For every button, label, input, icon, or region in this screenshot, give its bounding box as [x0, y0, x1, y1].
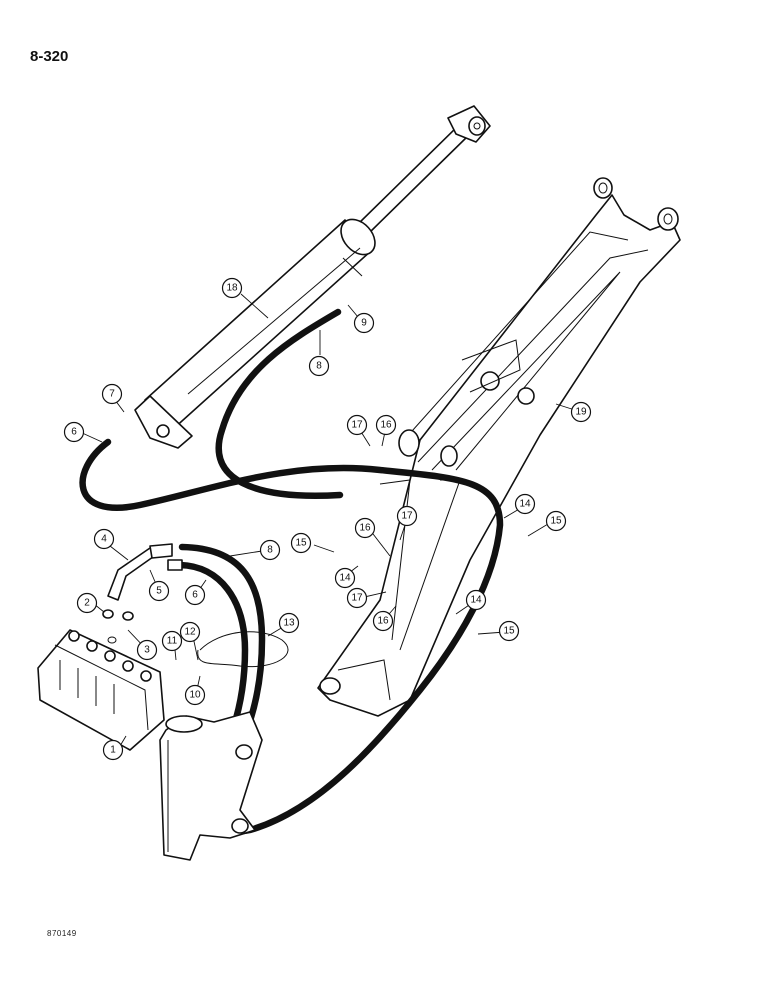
svg-text:2: 2	[84, 598, 90, 609]
control-valve	[37, 629, 165, 751]
callout-12: 12	[179, 621, 201, 643]
svg-text:9: 9	[361, 318, 367, 329]
callout-18: 18	[221, 277, 243, 299]
svg-text:8: 8	[267, 545, 273, 556]
svg-text:16: 16	[380, 420, 392, 431]
svg-text:17: 17	[401, 511, 413, 522]
callout-1: 1	[102, 739, 124, 761]
callout-17-mid: 17	[396, 505, 418, 527]
callout-19: 19	[570, 401, 592, 423]
svg-text:7: 7	[109, 389, 115, 400]
callout-14-upper: 14	[514, 493, 536, 515]
callout-6-lower: 6	[184, 584, 206, 606]
callout-11: 11	[161, 630, 183, 652]
svg-text:6: 6	[71, 427, 77, 438]
svg-text:10: 10	[189, 690, 201, 701]
page-number: 8-320	[30, 48, 69, 65]
svg-text:11: 11	[167, 636, 178, 647]
callout-16-top: 16	[375, 414, 397, 436]
callout-8-upper: 8	[308, 355, 330, 377]
callout-16-mid: 16	[354, 517, 376, 539]
svg-text:17: 17	[351, 593, 363, 604]
svg-text:5: 5	[156, 586, 162, 597]
svg-text:3: 3	[144, 645, 150, 656]
svg-text:15: 15	[550, 516, 562, 527]
callout-10: 10	[184, 684, 206, 706]
callout-15-left: 15	[290, 532, 312, 554]
svg-text:8: 8	[316, 361, 322, 372]
callout-15-upper: 15	[545, 510, 567, 532]
figure-code: 870149	[47, 929, 77, 938]
callout-9: 9	[353, 312, 375, 334]
callout-13: 13	[278, 612, 300, 634]
callout-17-top: 17	[346, 414, 368, 436]
svg-text:14: 14	[339, 573, 351, 584]
svg-text:6: 6	[192, 590, 198, 601]
callout-6-upper: 6	[63, 421, 85, 443]
svg-text:16: 16	[377, 616, 389, 627]
callout-14-lower: 14	[465, 589, 487, 611]
boom-assembly	[317, 177, 681, 717]
svg-text:17: 17	[351, 420, 363, 431]
callout-17-low: 17	[346, 587, 368, 609]
svg-text:4: 4	[101, 534, 107, 545]
svg-text:1: 1	[110, 745, 116, 756]
callout-16-low: 16	[372, 610, 394, 632]
svg-text:19: 19	[575, 407, 587, 418]
svg-text:18: 18	[226, 283, 238, 294]
callout-2: 2	[76, 592, 98, 614]
svg-text:16: 16	[359, 523, 371, 534]
callout-3: 3	[136, 639, 158, 661]
callout-15-lower: 15	[498, 620, 520, 642]
swing-tower	[159, 711, 263, 861]
callout-4: 4	[93, 528, 115, 550]
callout-5: 5	[148, 580, 170, 602]
svg-text:14: 14	[519, 499, 531, 510]
svg-text:14: 14	[470, 595, 482, 606]
callout-7: 7	[101, 383, 123, 405]
svg-text:12: 12	[184, 627, 196, 638]
callout-14-left: 14	[334, 567, 356, 589]
hydraulic-cylinder	[134, 105, 491, 449]
fittings	[102, 543, 183, 644]
svg-text:15: 15	[503, 626, 515, 637]
callout-8-lower: 8	[259, 539, 281, 561]
svg-text:13: 13	[283, 618, 295, 629]
svg-text:15: 15	[295, 538, 307, 549]
